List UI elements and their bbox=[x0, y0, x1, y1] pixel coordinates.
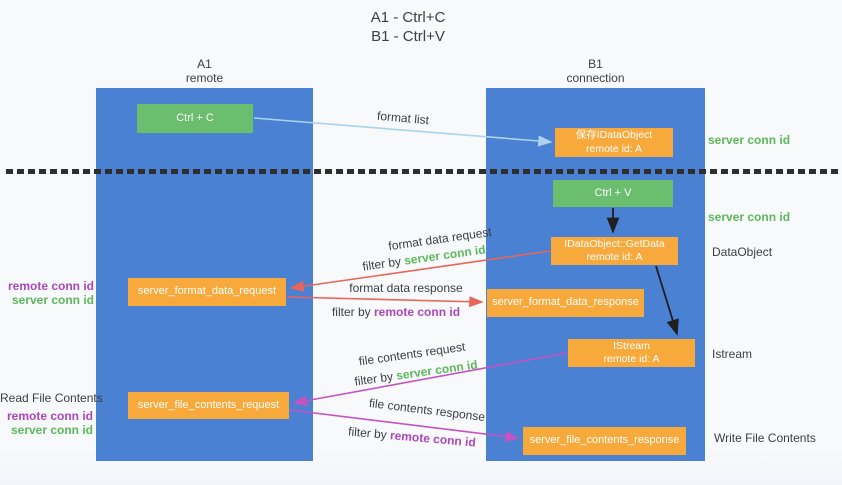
lane-a1-name: A1 bbox=[197, 57, 212, 71]
filter-by-text: filter by bbox=[361, 254, 402, 274]
node-server-format-data-response: server_format_data_response bbox=[487, 289, 644, 317]
title-line-2: B1 - Ctrl+V bbox=[371, 28, 445, 45]
conn-id-pair-1: remote conn id server conn id bbox=[0, 279, 94, 307]
server-conn-id-label: server conn id bbox=[10, 423, 93, 437]
arrow-format-data-response bbox=[286, 296, 484, 308]
node-save-idataobject: 保存IDataObject remote id: A bbox=[555, 128, 673, 157]
side-label-istream: Istream bbox=[712, 347, 753, 361]
side-label-server-conn-id-2: server conn id bbox=[708, 210, 791, 224]
label-format-data-response: format data response bbox=[349, 281, 463, 295]
label-format-list: format list bbox=[376, 108, 430, 128]
label-file-contents-response: file contents response bbox=[368, 395, 486, 425]
side-label-server-conn-id-1: server conn id bbox=[708, 133, 791, 147]
conn-id-pair-2: remote conn id server conn id bbox=[0, 409, 93, 437]
lane-header-a1: A1 remote bbox=[96, 57, 313, 85]
dotted-separator bbox=[6, 169, 838, 174]
node-save-idataobject-line1: 保存IDataObject bbox=[575, 129, 653, 142]
remote-conn-id-label: remote conn id bbox=[6, 409, 93, 423]
title-line-1: A1 - Ctrl+C bbox=[370, 9, 446, 26]
node-ctrl-v: Ctrl + V bbox=[553, 180, 673, 207]
lane-header-b1: B1 connection bbox=[486, 57, 705, 85]
node-ctrl-v-label: Ctrl + V bbox=[594, 186, 632, 199]
server-conn-id-label: server conn id bbox=[11, 293, 94, 307]
node-idataobject-getdata: IDataObject::GetData remote id: A bbox=[551, 237, 678, 265]
remote-conn-id-label: remote conn id bbox=[7, 279, 94, 293]
lane-a1-role: remote bbox=[185, 71, 224, 85]
diagram-title: A1 - Ctrl+C B1 - Ctrl+V bbox=[308, 8, 508, 46]
remote-conn-id-keyword: remote conn id bbox=[374, 305, 461, 319]
node-server-file-contents-request: server_file_contents_request bbox=[128, 392, 289, 419]
side-label-dataobject: DataObject bbox=[712, 245, 773, 259]
node-istream: IStream remote id: A bbox=[568, 339, 695, 367]
node-getdata-line2: remote id: A bbox=[586, 251, 643, 263]
label-filter-by-remote-conn-id-2: filter by remote conn id bbox=[348, 424, 477, 449]
side-label-write-file-contents: Write File Contents bbox=[714, 431, 816, 445]
node-save-idataobject-line2: remote id: A bbox=[585, 142, 643, 155]
node-istream-line1: IStream bbox=[613, 339, 650, 352]
node-istream-line2: remote id: A bbox=[603, 353, 660, 365]
remote-conn-id-keyword: remote conn id bbox=[389, 428, 477, 450]
filter-by-text: filter by bbox=[347, 424, 388, 442]
node-server-file-contents-response: server_file_contents_response bbox=[523, 427, 686, 455]
node-ctrl-c: Ctrl + C bbox=[137, 104, 253, 133]
node-ctrl-c-label: Ctrl + C bbox=[176, 111, 214, 124]
filter-by-text: filter by bbox=[331, 305, 371, 319]
label-filter-by-remote-conn-id-1: filter by remote conn id bbox=[332, 305, 460, 319]
node-getdata-line1: IDataObject::GetData bbox=[564, 237, 665, 250]
lane-b1-role: connection bbox=[566, 71, 625, 85]
lane-b1-name: B1 bbox=[588, 57, 603, 71]
node-server-format-data-request: server_format_data_request bbox=[128, 278, 286, 306]
side-label-read-file-contents: Read File Contents bbox=[0, 391, 103, 405]
filter-by-text: filter by bbox=[353, 369, 394, 389]
